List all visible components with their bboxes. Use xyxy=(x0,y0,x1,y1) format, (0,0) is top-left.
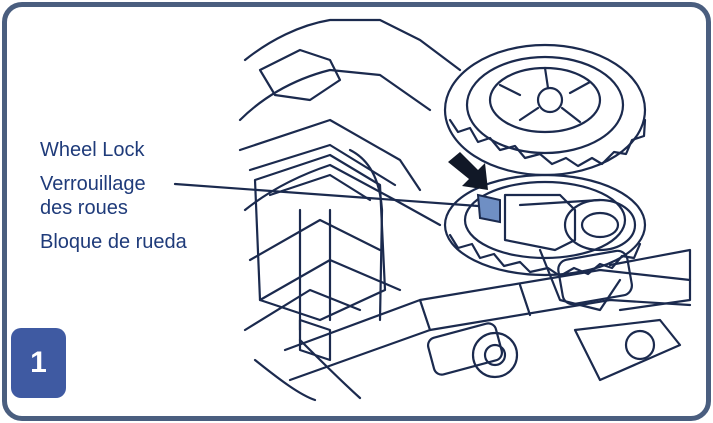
wheel-lock-lever xyxy=(478,195,500,222)
pointer-arrow-icon xyxy=(448,152,488,190)
step-number-badge: 1 xyxy=(11,328,66,398)
callout-labels: Wheel Lock Verrouillage des roues Bloque… xyxy=(40,138,187,254)
label-french-line2: des roues xyxy=(40,196,187,220)
label-spanish: Bloque de rueda xyxy=(40,230,187,254)
label-french-line1: Verrouillage xyxy=(40,172,187,196)
label-english: Wheel Lock xyxy=(40,138,187,162)
